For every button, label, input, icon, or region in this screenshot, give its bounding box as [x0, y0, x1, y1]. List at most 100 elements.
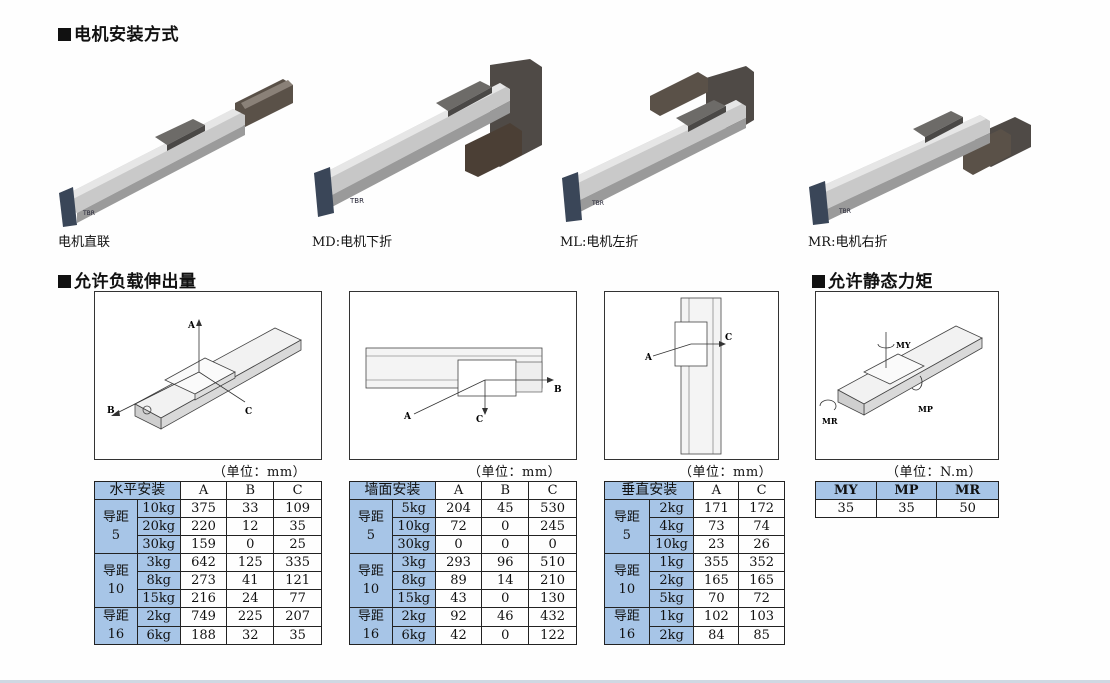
label-my: MY	[896, 340, 911, 350]
label-c: C	[245, 407, 252, 417]
lead-number: 10	[362, 581, 380, 597]
table-title: 墙面安装	[349, 481, 436, 500]
value-cell: 220	[179, 517, 228, 536]
load-cell: 10kg	[648, 535, 695, 554]
lead-cell: 导距 16	[94, 607, 138, 645]
value-cell: 12	[226, 517, 275, 536]
table-title: 垂直安装	[603, 481, 695, 500]
lead-label: 导距	[613, 563, 640, 579]
lead-label: 导距	[102, 609, 129, 624]
product-image-direct: TBR	[59, 79, 293, 227]
load-cell: 30kg	[136, 535, 181, 554]
value-cell: 42	[434, 625, 483, 645]
value-cell: 172	[738, 499, 785, 518]
value-cell: 96	[481, 553, 530, 572]
load-cell: 2kg	[391, 607, 436, 627]
value-cell: 41	[226, 571, 275, 590]
value-cell: 0	[226, 535, 275, 554]
lead-number: 5	[111, 527, 120, 543]
product-logo: TBR	[349, 197, 364, 205]
column-header: B	[226, 481, 275, 500]
lead-number: 16	[107, 627, 125, 642]
product-logo: TBR	[838, 208, 851, 215]
label-b: B	[107, 406, 115, 416]
value-cell: 73	[693, 517, 740, 536]
value-cell: 432	[528, 607, 577, 627]
value-cell: 245	[528, 517, 577, 536]
section-title-load-overhang: 允许负载伸出量	[58, 267, 197, 292]
column-header: A	[179, 481, 228, 500]
column-header: C	[528, 481, 577, 500]
caption-direct: 电机直联	[58, 235, 111, 250]
lead-number: 5	[622, 527, 631, 543]
caption-ml: ML:电机左折	[560, 235, 639, 250]
value-cell: 92	[434, 607, 483, 627]
load-cell: 10kg	[391, 517, 436, 536]
product-image-ml: TBR	[562, 66, 754, 222]
load-cell: 15kg	[391, 589, 436, 608]
load-cell: 30kg	[391, 535, 436, 554]
figure-vertical: C A	[604, 291, 779, 460]
lead-label: 导距	[613, 609, 640, 624]
label-b: B	[554, 385, 562, 395]
value-cell: 335	[273, 553, 322, 572]
load-cell: 6kg	[136, 625, 181, 645]
page-bottom-border	[0, 680, 1110, 683]
unit-label-4: （单位：N.m）	[886, 465, 983, 480]
value-cell: 355	[693, 553, 740, 572]
label-c: C	[476, 415, 483, 425]
value-cell: 210	[528, 571, 577, 590]
label-c: C	[725, 333, 732, 343]
load-cell: 5kg	[648, 589, 695, 608]
load-cell: 15kg	[136, 589, 181, 608]
load-cell: 1kg	[648, 553, 695, 572]
lead-number: 10	[618, 581, 636, 597]
value-cell: 77	[273, 589, 322, 608]
value-cell: 225	[226, 607, 275, 627]
label-a: A	[187, 321, 196, 331]
load-cell: 2kg	[648, 625, 695, 645]
unit-label-3: （单位：mm）	[679, 465, 773, 480]
figure-horizontal: A B C	[94, 291, 322, 460]
product-logo: TBR	[82, 210, 95, 217]
lead-number: 5	[366, 527, 376, 543]
load-cell: 1kg	[648, 607, 695, 627]
load-cell: 20kg	[136, 517, 181, 536]
value-cell: 25	[273, 535, 322, 554]
value-cell: 72	[738, 589, 785, 608]
column-header: C	[738, 481, 785, 500]
value-cell: 46	[481, 607, 530, 627]
lead-cell: 导距 5	[94, 499, 138, 554]
value-cell: 171	[693, 499, 740, 518]
value-cell: 165	[738, 571, 785, 590]
moment-value-mr: 50	[936, 499, 999, 518]
lead-label: 导距	[102, 509, 129, 525]
load-cell: 5kg	[391, 499, 436, 518]
value-cell: 85	[738, 625, 785, 645]
table-title: 水平安装	[94, 481, 181, 500]
product-logo: TBR	[591, 200, 604, 207]
value-cell: 35	[273, 625, 322, 645]
value-cell: 207	[273, 607, 322, 627]
lead-number: 10	[107, 581, 125, 597]
